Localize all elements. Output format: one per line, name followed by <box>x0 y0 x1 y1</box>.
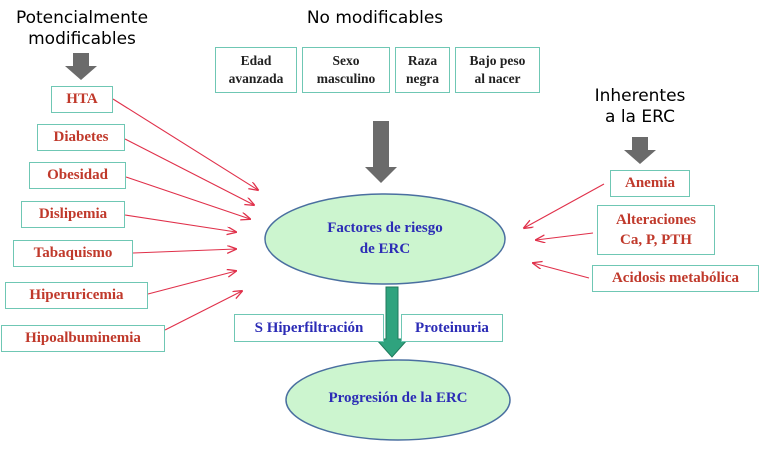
factor-label: Sexo <box>332 53 360 68</box>
factor-label: Diabetes <box>53 129 109 145</box>
modifiable-header: Potencialmente modificables <box>2 8 162 50</box>
risk-factors-label: Factores de riesgo de ERC <box>290 218 480 260</box>
arrow-hta <box>112 98 258 190</box>
factor-obesidad: Obesidad <box>29 162 126 189</box>
factor-label: al nacer <box>474 71 521 86</box>
hyperfiltration-label: S Hiperfiltración <box>254 319 364 336</box>
factor-label: avanzada <box>228 71 284 86</box>
hyperfiltration-box: S Hiperfiltración <box>234 314 384 342</box>
factor-label: Obesidad <box>47 167 108 183</box>
factor-edad-avanzada: Edad avanzada <box>215 47 297 93</box>
inherent-header-line2: a la ERC <box>605 107 675 127</box>
factor-tabaquismo: Tabaquismo <box>13 240 133 267</box>
progression-arrow <box>374 286 410 358</box>
non-modifiable-header-label: No modificables <box>306 8 444 28</box>
factor-sexo-masculino: Sexo masculino <box>302 47 390 93</box>
inherent-header: Inherentes a la ERC <box>570 86 710 128</box>
factor-label: Raza <box>407 53 438 68</box>
factor-acidosis: Acidosis metabólica <box>592 265 759 292</box>
factor-alteraciones: Alteraciones Ca, P, PTH <box>597 205 715 255</box>
factor-raza-negra: Raza negra <box>395 47 450 93</box>
risk-factors-line2: de ERC <box>359 241 411 257</box>
arrow-acidosis <box>533 263 590 279</box>
arrow-dislipemia <box>124 214 236 232</box>
factor-label: Dislipemia <box>38 206 108 222</box>
factor-hipoalbuminemia: Hipoalbuminemia <box>1 325 165 352</box>
factor-anemia: Anemia <box>610 170 690 197</box>
progression-label: Progresión de la ERC <box>300 388 496 409</box>
modifiable-arrows <box>112 98 258 331</box>
arrow-hiperuricemia <box>147 271 236 295</box>
factor-bajo-peso: Bajo peso al nacer <box>455 47 540 93</box>
factor-label: Edad <box>240 53 272 68</box>
modifiable-header-line2: modificables <box>28 29 136 49</box>
right-header-down-arrow <box>624 137 656 164</box>
factor-label: Anemia <box>625 175 675 191</box>
factor-diabetes: Diabetes <box>37 124 125 151</box>
factor-label: Hiperuricemia <box>29 287 124 303</box>
factor-label: Hipoalbuminemia <box>25 330 141 346</box>
arrow-obesidad <box>125 176 250 219</box>
factor-label: Bajo peso <box>469 53 526 68</box>
factor-label: HTA <box>66 91 98 107</box>
progression-text: Progresión de la ERC <box>328 390 468 406</box>
factor-label: Tabaquismo <box>33 245 113 261</box>
factor-dislipemia: Dislipemia <box>21 201 125 228</box>
center-down-arrow <box>365 121 397 183</box>
proteinuria-box: Proteinuria <box>401 314 503 342</box>
arrow-hipoalbuminemia <box>164 291 242 331</box>
risk-factors-ellipse <box>264 193 506 285</box>
modifiable-header-line1: Potencialmente <box>15 8 149 28</box>
non-modifiable-header: No modificables <box>270 8 480 29</box>
arrow-diabetes <box>124 138 254 205</box>
factor-label: Acidosis metabólica <box>611 270 740 286</box>
proteinuria-label: Proteinuria <box>415 319 489 336</box>
arrow-alteraciones <box>536 232 594 240</box>
inherent-arrows <box>524 183 605 279</box>
factor-label: Alteraciones <box>616 212 696 228</box>
arrow-tabaquismo <box>132 249 236 253</box>
factor-hiperuricemia: Hiperuricemia <box>5 282 148 309</box>
left-header-down-arrow <box>65 53 97 80</box>
progression-ellipse <box>285 359 511 441</box>
factor-label: masculino <box>316 71 376 86</box>
inherent-header-line1: Inherentes <box>594 86 686 106</box>
factor-label: Ca, P, PTH <box>620 232 692 248</box>
risk-factors-line1: Factores de riesgo <box>327 220 443 236</box>
factor-label: negra <box>406 71 439 86</box>
arrow-anemia <box>524 183 605 228</box>
factor-hta: HTA <box>51 86 113 113</box>
